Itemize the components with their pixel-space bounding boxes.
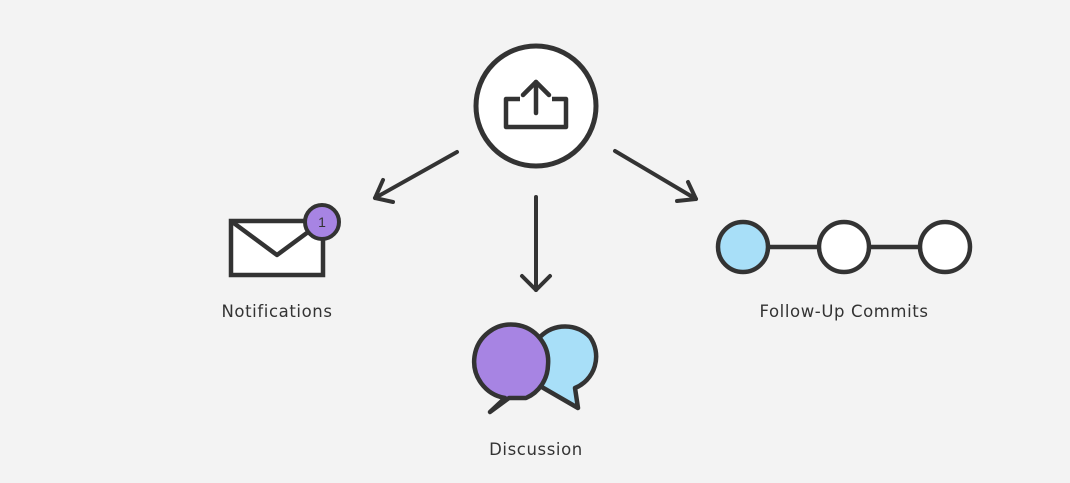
discussion-label: Discussion <box>489 440 583 459</box>
speech-bubbles-icon <box>471 322 599 415</box>
follow-up-commits-label: Follow-Up Commits <box>759 302 929 321</box>
arrow-to-notifications <box>373 150 459 204</box>
notification-badge-count: 1 <box>318 214 326 230</box>
commit-node-3 <box>917 219 973 275</box>
commit-node-2 <box>816 219 872 275</box>
commit-node-1 <box>715 219 771 275</box>
notification-badge: 1 <box>303 203 341 241</box>
notifications-label: Notifications <box>221 302 333 321</box>
arrow-to-discussion <box>520 195 552 292</box>
arrow-to-commits <box>613 149 698 203</box>
upload-icon <box>473 43 599 169</box>
commit-chain-icon <box>715 219 973 275</box>
